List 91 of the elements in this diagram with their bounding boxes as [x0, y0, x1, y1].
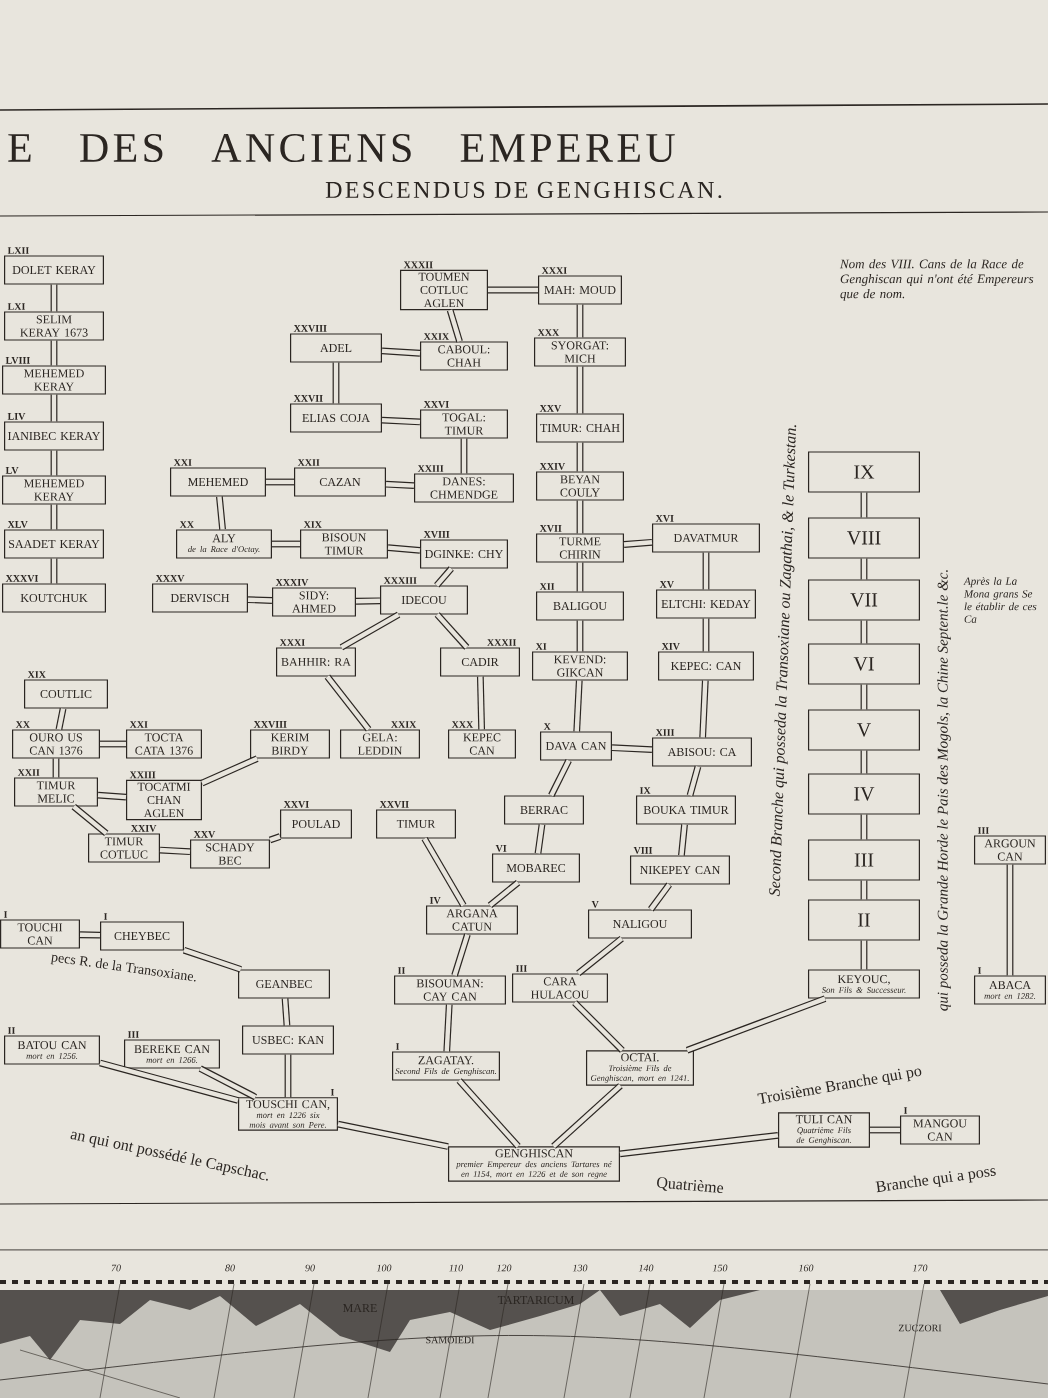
engraved-note: Quatrième	[657, 1177, 724, 1194]
tube-connector	[623, 538, 653, 548]
name-box: VI	[808, 643, 920, 685]
tube-connector	[159, 846, 191, 856]
tube-connector	[434, 566, 454, 588]
tube-connector	[551, 1083, 623, 1149]
tube-connector	[324, 674, 372, 732]
title: E DES ANCIENS EMPEREU	[8, 133, 675, 163]
tube-connector	[284, 1054, 292, 1098]
tube-connector	[268, 833, 282, 844]
tube-connector	[678, 824, 688, 856]
name-box: II	[808, 899, 920, 941]
tube-connector	[281, 998, 291, 1026]
tube-connector	[487, 879, 521, 909]
tube-connector	[860, 558, 868, 580]
tube-connector	[702, 552, 710, 590]
tube-connector	[456, 1078, 521, 1149]
tube-connector	[385, 480, 415, 489]
tube-connector	[576, 500, 584, 534]
tube-connector	[476, 676, 486, 730]
tube-connector	[860, 750, 868, 774]
name-box: VIII	[808, 517, 920, 559]
tube-connector	[50, 284, 58, 312]
engraved-note: Troisième Branche qui po	[757, 1068, 922, 1104]
tube-connector	[200, 755, 259, 787]
tube-connector	[79, 931, 101, 939]
engraved-note: Second Branche qui posseda la Transoxiane ou Zagathai, & le Turkestan.	[769, 425, 797, 897]
tube-connector	[576, 442, 584, 472]
tube-connector	[576, 562, 584, 592]
tube-connector	[355, 597, 381, 605]
tube-connector	[488, 286, 538, 294]
name-box: V	[808, 709, 920, 751]
tube-connector	[572, 1000, 625, 1053]
tube-connector	[198, 1065, 257, 1101]
tube-connector	[451, 933, 471, 977]
tube-connector	[860, 620, 868, 644]
tube-connector	[702, 618, 710, 652]
tube-connector	[860, 492, 868, 518]
tube-connector	[99, 1059, 239, 1104]
tube-connector	[870, 1126, 900, 1134]
tube-connector	[460, 438, 468, 474]
tube-connector	[50, 504, 58, 530]
tube-connector	[860, 814, 868, 840]
engraved-note: Branche qui a poss	[875, 1168, 996, 1193]
tube-connector	[387, 544, 421, 554]
tube-connector	[332, 362, 340, 404]
name-box: III	[808, 839, 920, 881]
tube-connector	[71, 803, 109, 836]
engraved-note: an qui ont possédé le Capschac.	[70, 1131, 268, 1181]
tube-connector	[576, 935, 624, 977]
tube-connector	[443, 1004, 453, 1052]
tube-connector	[55, 707, 67, 731]
tube-connector	[860, 684, 868, 710]
tube-connector	[266, 478, 294, 486]
tube-connector	[534, 824, 546, 854]
tube-connector	[611, 744, 653, 753]
tube-connector	[446, 309, 463, 343]
tube-connector	[648, 882, 672, 912]
tube-connector	[699, 680, 709, 738]
tube-connector	[50, 340, 58, 366]
name-box: IX	[808, 451, 920, 493]
tube-connector	[1006, 864, 1014, 976]
tube-connector	[97, 791, 127, 801]
tube-connector	[434, 612, 470, 650]
tube-connector	[860, 940, 868, 970]
name-box: VII	[808, 579, 920, 621]
tube-connector	[50, 450, 58, 476]
tube-connector	[576, 620, 584, 652]
tube-connector	[100, 740, 126, 748]
tube-connector	[576, 304, 584, 338]
name-box: IV	[808, 773, 920, 815]
tube-connector	[272, 540, 300, 548]
tube-connector	[50, 558, 58, 584]
tube-connector	[50, 394, 58, 422]
tube-connector	[339, 611, 401, 651]
tube-connector	[182, 946, 242, 973]
tube-connector	[573, 680, 583, 732]
tube-connector	[337, 1120, 449, 1150]
tube-connector	[247, 596, 273, 604]
tube-connector	[860, 880, 868, 900]
tube-connector	[52, 758, 60, 778]
subtitle: DESCENDUS DE GENGHISCAN.	[325, 181, 722, 199]
tube-connector	[216, 496, 226, 530]
tube-connector	[686, 765, 702, 797]
tube-connector	[685, 995, 827, 1054]
tube-connector	[381, 416, 421, 426]
tube-connector	[576, 366, 584, 414]
tube-connector	[381, 347, 421, 357]
tube-connector	[548, 759, 572, 797]
tube-connector	[421, 836, 467, 908]
tube-connector	[619, 1132, 779, 1158]
